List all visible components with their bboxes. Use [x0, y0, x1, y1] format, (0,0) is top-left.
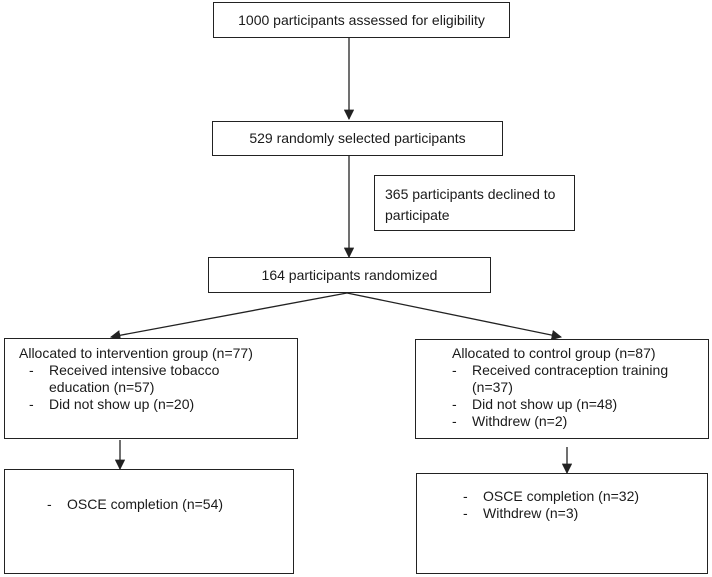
list-item: OSCE completion (n=54) [15, 496, 285, 513]
arrow-to-intervention [109, 292, 348, 341]
assessed-box: 1000 participants assessed for eligibili… [213, 2, 510, 38]
randomized-box: 164 participants randomized [208, 257, 491, 293]
list-item: Did not show up (n=20) [19, 396, 289, 413]
intervention-outcome-box: OSCE completion (n=54) [4, 469, 294, 574]
randomized-text: 164 participants randomized [261, 266, 438, 283]
assessed-text: 1000 participants assessed for eligibili… [238, 11, 485, 28]
list-item: Received intensive tobacco education (n=… [19, 362, 279, 396]
intervention-list: Received intensive tobacco education (n=… [19, 362, 289, 413]
list-item: Did not show up (n=48) [442, 396, 700, 413]
list-item: OSCE completion (n=32) [425, 488, 699, 505]
selected-text: 529 randomly selected participants [249, 130, 466, 146]
intervention-box: Allocated to intervention group (n=77) R… [4, 338, 298, 439]
selected-box: 529 randomly selected participants [212, 121, 503, 156]
control-list: Received contraception training (n=37) D… [442, 362, 700, 430]
control-box: Allocated to control group (n=87) Receiv… [415, 339, 709, 439]
control-outcome-list: OSCE completion (n=32) Withdrew (n=3) [425, 488, 699, 522]
list-item: Withdrew (n=3) [425, 505, 699, 522]
control-outcome-box: OSCE completion (n=32) Withdrew (n=3) [416, 473, 708, 574]
control-title: Allocated to control group (n=87) [452, 345, 656, 361]
arrow-to-control [346, 292, 563, 341]
declined-box: 365 participants declined to participate [374, 175, 575, 231]
declined-text: 365 participants declined to participate [385, 186, 556, 223]
intervention-outcome-list: OSCE completion (n=54) [15, 496, 285, 513]
list-item: Withdrew (n=2) [442, 413, 700, 430]
intervention-title: Allocated to intervention group (n=77) [19, 345, 253, 361]
list-item: Received contraception training (n=37) [442, 362, 702, 396]
